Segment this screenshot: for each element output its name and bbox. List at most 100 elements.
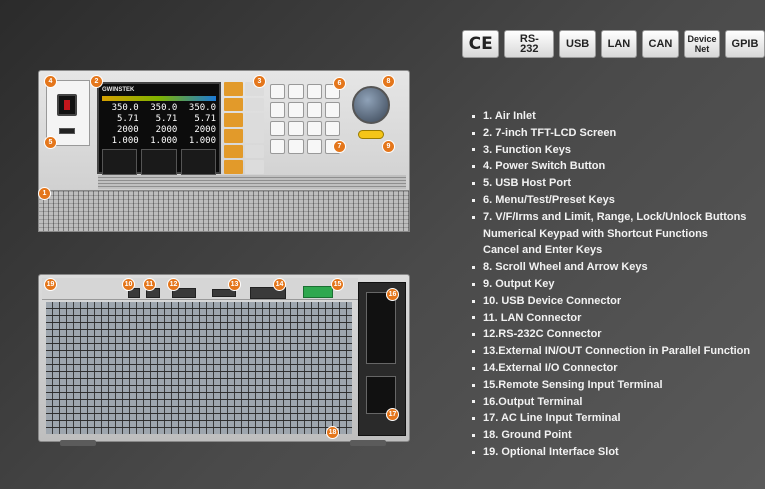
rs232-badge: RS-232 [504, 30, 555, 58]
foot [60, 440, 96, 446]
function-key [224, 160, 243, 174]
rs232-port-icon [172, 288, 196, 298]
function-key [245, 97, 264, 112]
function-key [224, 128, 243, 143]
screen-reading: 350.0 [150, 103, 178, 113]
legend-item-continued: Cancel and Enter Keys [483, 244, 603, 257]
screen-reading: 350.0 [188, 103, 216, 113]
screen-reading: 1.000 [188, 136, 216, 146]
legend-item: 12.RS-232C Connector [472, 326, 757, 343]
air-inlet-vent [38, 190, 410, 232]
callout-marker: 11 [143, 278, 156, 291]
foot [350, 440, 386, 446]
callout-marker: 17 [386, 408, 399, 421]
callout-marker: 16 [386, 288, 399, 301]
ce-mark-badge: CE [462, 30, 500, 58]
callout-marker: 14 [273, 278, 286, 291]
devicenet-badge: Device Net [683, 30, 720, 58]
callout-marker: 18 [326, 426, 339, 439]
legend-item: 19. Optional Interface Slot [472, 444, 757, 461]
legend-item: 16.Output Terminal [472, 394, 757, 411]
keypad-key [288, 84, 304, 100]
callout-marker: 2 [90, 75, 103, 88]
legend-item: 7. V/F/Irms and Limit, Range, Lock/Unloc… [472, 209, 757, 226]
callout-marker: 4 [44, 75, 57, 88]
usb-badge: USB [559, 30, 596, 58]
feature-legend: 1. Air Inlet 2. 7-inch TFT-LCD Screen 3.… [472, 108, 757, 461]
keypad-key [270, 84, 286, 100]
function-key [224, 97, 243, 112]
parallel-port-icon [212, 289, 236, 297]
legend-item: 1. Air Inlet [472, 108, 757, 125]
legend-item: 2. 7-inch TFT-LCD Screen [472, 125, 757, 142]
usb-host-port-icon [59, 128, 75, 134]
function-key [224, 113, 243, 127]
legend-item: 9. Output Key [472, 276, 757, 293]
numeric-keypad [270, 84, 340, 154]
gpib-badge: GPIB [724, 30, 765, 58]
function-key [245, 160, 264, 174]
function-key [224, 82, 243, 96]
lan-badge: LAN [600, 30, 637, 58]
legend-item: 11. LAN Connector [472, 310, 757, 327]
screen-brand-logo: GWINSTEK [102, 87, 135, 93]
screen-lower-panels [102, 149, 216, 175]
function-key [245, 113, 264, 127]
keypad-key [306, 120, 322, 136]
legend-item: 5. USB Host Port [472, 175, 757, 192]
can-badge: CAN [641, 30, 679, 58]
tft-lcd-screen: GWINSTEK 350.0 350.0 350.0 5.71 5.71 5.7… [97, 82, 221, 175]
keypad-key [306, 102, 322, 118]
callout-marker: 3 [253, 75, 266, 88]
output-terminal [366, 292, 396, 364]
legend-item: 13.External IN/OUT Connection in Paralle… [472, 343, 757, 360]
keypad-key [270, 102, 286, 118]
screen-readings: 350.0 350.0 350.0 5.71 5.71 5.71 2000 20… [102, 103, 216, 146]
power-switch-icon [57, 94, 77, 116]
screen-panel [102, 149, 138, 175]
screen-phase-bar [102, 96, 216, 101]
callout-marker: 19 [44, 278, 57, 291]
front-vent-slots [98, 175, 406, 189]
callout-marker: 6 [333, 77, 346, 90]
function-key [245, 128, 264, 143]
legend-item: 8. Scroll Wheel and Arrow Keys [472, 259, 757, 276]
legend-item: 10. USB Device Connector [472, 293, 757, 310]
function-key [224, 144, 243, 159]
keypad-key [324, 102, 340, 118]
screen-reading: 2000 [194, 125, 216, 135]
interface-badges: CE RS-232 USB LAN CAN Device Net GPIB [462, 30, 765, 58]
screen-reading: 1.000 [111, 136, 139, 146]
screen-reading: 5.71 [194, 114, 216, 124]
screen-phasor-panel [141, 149, 177, 175]
keypad-key [324, 120, 340, 136]
legend-item: 18. Ground Point [472, 427, 757, 444]
screen-reading: 350.0 [111, 103, 139, 113]
screen-reading: 1.000 [150, 136, 178, 146]
keypad-key [306, 84, 322, 100]
callout-marker: 1 [38, 187, 51, 200]
scroll-wheel-icon [352, 86, 390, 124]
keypad-key [288, 120, 304, 136]
legend-item: 4. Power Switch Button [472, 158, 757, 175]
callout-marker: 12 [167, 278, 180, 291]
legend-item: 17. AC Line Input Terminal [472, 410, 757, 427]
keypad-key [306, 138, 322, 154]
screen-reading: 2000 [155, 125, 178, 135]
legend-item: 15.Remote Sensing Input Terminal [472, 377, 757, 394]
callout-marker: 8 [382, 75, 395, 88]
ac-input-terminal [366, 376, 396, 414]
keypad-key [288, 138, 304, 154]
callout-marker: 9 [382, 140, 395, 153]
usb-device-port-icon [128, 288, 140, 298]
keypad-key [270, 120, 286, 136]
screen-reading: 2000 [116, 125, 139, 135]
callout-marker: 10 [122, 278, 135, 291]
callout-marker: 7 [333, 140, 346, 153]
keypad-key [288, 102, 304, 118]
legend-item-continued: Numerical Keypad with Shortcut Functions [483, 227, 708, 240]
screen-panel [180, 149, 216, 175]
function-key [245, 144, 264, 159]
function-keys [224, 82, 264, 174]
legend-item: 14.External I/O Connector [472, 360, 757, 377]
